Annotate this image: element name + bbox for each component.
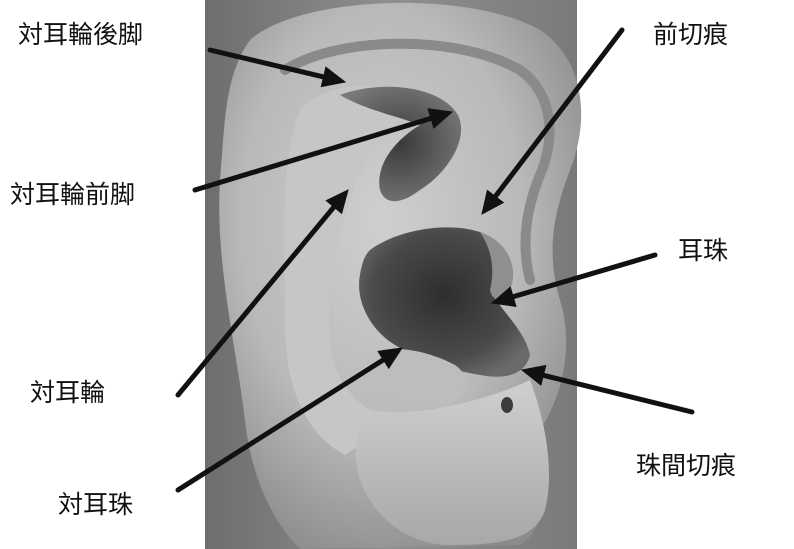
label-anterior-notch: 前切痕 [653, 22, 728, 47]
label-posterior-crus: 対耳輪後脚 [18, 22, 143, 47]
label-tragus: 耳珠 [678, 238, 728, 263]
label-intertragic-notch: 珠間切痕 [636, 453, 736, 478]
label-antitragus: 対耳珠 [58, 492, 133, 517]
label-antihelix: 対耳輪 [30, 380, 105, 405]
piercing-mark [501, 397, 513, 413]
label-anterior-crus: 対耳輪前脚 [10, 182, 135, 207]
